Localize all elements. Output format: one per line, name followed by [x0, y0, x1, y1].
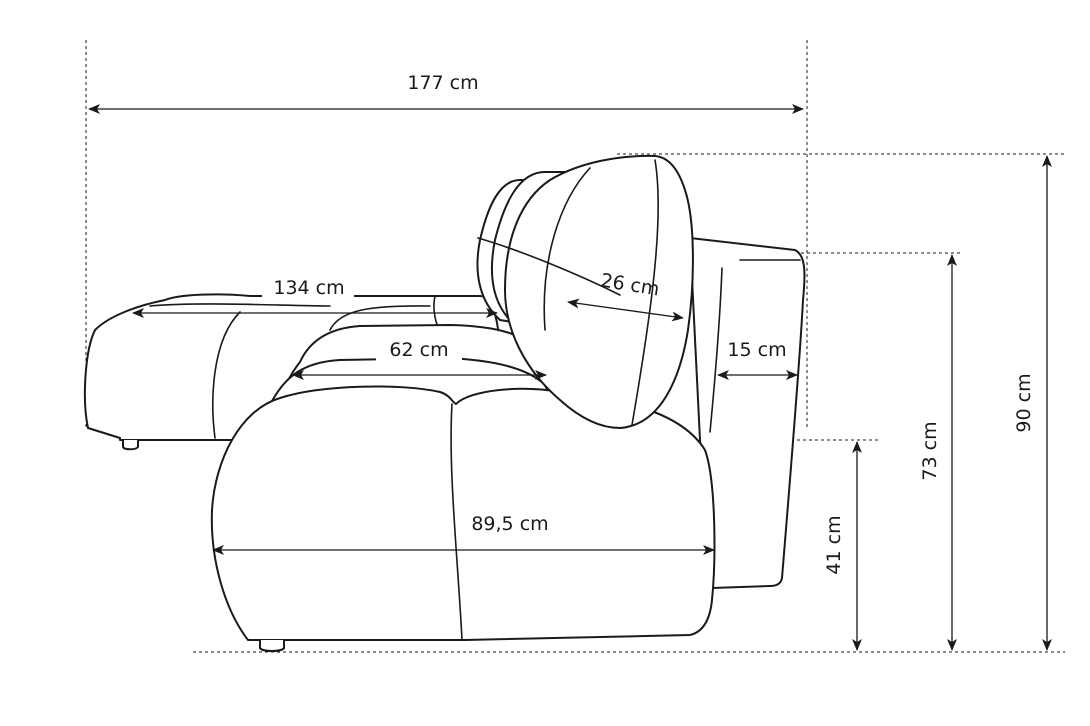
label-seat-width-back: 134 cm: [273, 277, 344, 299]
sofa-illustration: [83, 154, 806, 652]
label-total-width: 177 cm: [407, 72, 478, 94]
label-seat-depth: 62 cm: [389, 339, 448, 361]
dimension-lines: [88, 104, 1052, 651]
label-armrest-height: 73 cm: [919, 421, 941, 480]
dim-26: [567, 298, 684, 322]
label-module-depth: 89,5 cm: [471, 513, 548, 535]
label-armrest-width: 15 cm: [727, 339, 786, 361]
label-seat-height: 41 cm: [823, 515, 845, 574]
dimension-labels: 177 cm 134 cm 62 cm 26 cm 15 cm 89,5 cm …: [273, 72, 1035, 575]
label-total-height: 90 cm: [1013, 373, 1035, 432]
